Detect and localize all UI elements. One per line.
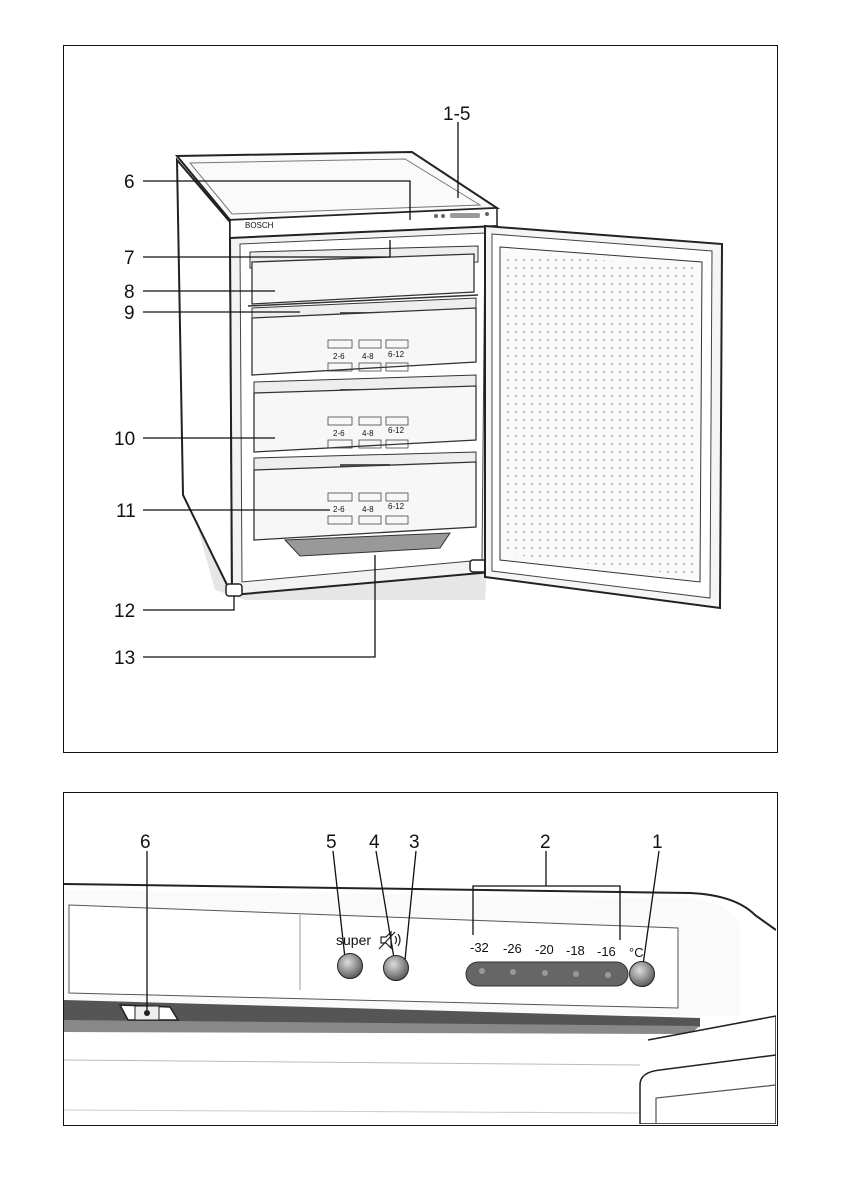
panel-callout-4: 4 xyxy=(369,832,380,853)
temp-minus-18: -18 xyxy=(566,943,585,958)
panel-callout-3: 3 xyxy=(409,832,420,853)
temp-minus-32: -32 xyxy=(470,940,489,955)
panel-callout-6: 6 xyxy=(140,832,151,853)
unit-celsius: °C xyxy=(629,945,644,960)
panel-callout-2: 2 xyxy=(540,832,551,853)
temperature-scale: -32 -26 -20 -18 -16 °C xyxy=(470,940,644,960)
super-label: super xyxy=(336,932,371,948)
temp-minus-20: -20 xyxy=(535,942,554,957)
temp-minus-16: -16 xyxy=(597,944,616,959)
speaker-mute-icon xyxy=(379,932,400,949)
temp-minus-26: -26 xyxy=(503,941,522,956)
panel-callouts: 6 5 4 3 2 1 xyxy=(140,832,663,853)
panel-callout-1: 1 xyxy=(652,832,663,853)
panel-callout-5: 5 xyxy=(326,832,337,853)
